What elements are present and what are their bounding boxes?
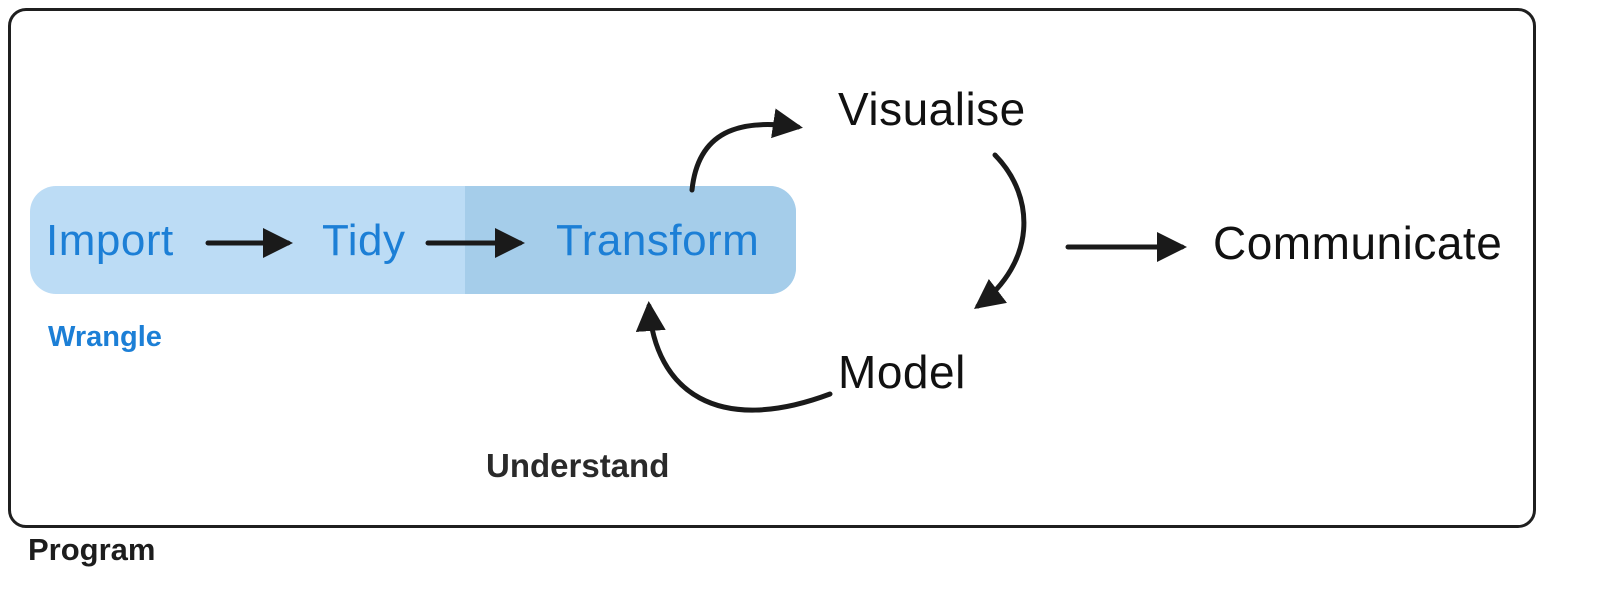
program-boundary-box [8,8,1536,528]
group-label-program: Program [28,532,156,567]
group-label-wrangle: Wrangle [48,321,162,353]
node-communicate: Communicate [1213,217,1503,269]
node-visualise: Visualise [838,83,1026,135]
node-tidy: Tidy [322,216,406,265]
group-label-understand: Understand [486,447,670,484]
node-import: Import [46,216,174,265]
node-transform: Transform [556,216,760,265]
node-model: Model [838,346,966,398]
